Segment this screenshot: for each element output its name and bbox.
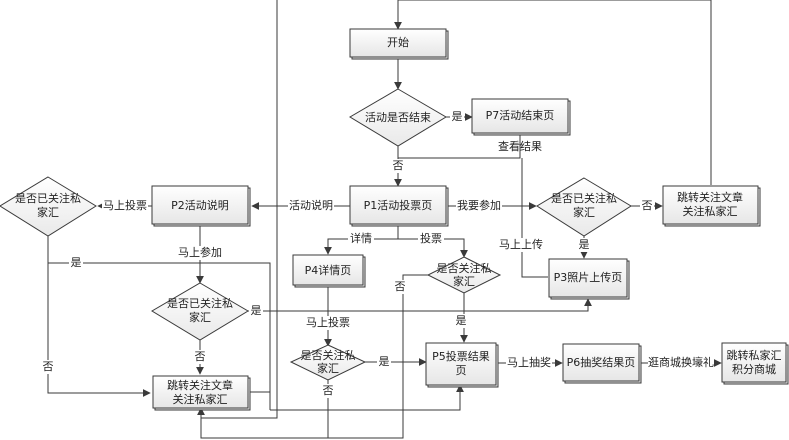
- jump-right-line1: 跳转关注文章: [677, 190, 743, 204]
- p5-line2: 页: [456, 364, 467, 377]
- jump-bottom-line2: 关注私家汇: [173, 392, 228, 406]
- p7-node[interactable]: P7活动结束页: [471, 98, 571, 136]
- decision-p4-line2: 家汇: [317, 361, 339, 375]
- p4-node[interactable]: P4详情页: [292, 254, 366, 288]
- label-no-left: 否: [43, 360, 54, 373]
- edge-p3-upload: [521, 158, 548, 278]
- label-lottery: 马上抽奖: [507, 355, 551, 369]
- jump-right-line2: 关注私家汇: [683, 204, 738, 218]
- decision-activity-ended-label: 活动是否结束: [365, 111, 431, 124]
- label-no-right: 否: [642, 199, 653, 212]
- decision-left-followed[interactable]: 是否已关注私 家汇: [0, 176, 97, 237]
- decision-right-line2: 家汇: [573, 205, 595, 219]
- decision-mid-line1: 是否已关注私: [167, 296, 233, 310]
- label-join-now: 马上参加: [178, 245, 222, 259]
- edge-dmid-yes-p3: [248, 298, 592, 312]
- edge-loop-p5: [270, 384, 464, 411]
- start-label: 开始: [387, 35, 409, 49]
- decision-right-followed[interactable]: 是否已关注私 家汇: [536, 177, 632, 237]
- start-node[interactable]: 开始: [349, 28, 449, 60]
- mall-line2: 积分商城: [732, 362, 776, 376]
- decision-left-line2: 家汇: [37, 205, 59, 219]
- p1-label: P1活动投票页: [364, 198, 433, 212]
- jump-bottom-line1: 跳转关注文章: [167, 378, 233, 392]
- decision-vote-line2: 家汇: [453, 274, 475, 288]
- decision-activity-ended[interactable]: 活动是否结束: [349, 88, 447, 147]
- edge-dvote-no: [200, 274, 432, 439]
- decision-vote-line1: 是否关注私: [437, 261, 492, 275]
- decision-p4-followed[interactable]: 是否关注私 家汇: [289, 344, 367, 381]
- label-no-vote: 否: [395, 280, 406, 293]
- edge-jumpright-to-start: [394, 0, 712, 185]
- p1-node[interactable]: P1活动投票页: [349, 185, 449, 227]
- label-join: 我要参加: [457, 198, 501, 212]
- label-no-ended: 否: [393, 159, 404, 172]
- label-detail: 详情: [350, 231, 372, 245]
- decision-right-line1: 是否已关注私: [551, 191, 617, 205]
- p7-label: P7活动结束页: [486, 109, 555, 122]
- edge-labels: 是 查看结果 否 活动说明 我要参加 马上投票 否 是 马上上传 马上参加 是 …: [41, 110, 714, 398]
- p6-node[interactable]: P6抽奖结果页: [562, 343, 642, 384]
- label-no-mid: 否: [195, 350, 206, 363]
- edge-dleft-yes: [47, 236, 271, 410]
- label-view-result: 查看结果: [498, 139, 542, 153]
- label-yes-vote: 是: [456, 314, 467, 327]
- label-vote: 投票: [420, 231, 442, 245]
- jump-follow-right[interactable]: 跳转关注文章 关注私家汇: [662, 185, 761, 227]
- label-yes-p4d: 是: [379, 355, 390, 368]
- edge-dleft-no-jump: [47, 263, 151, 397]
- p3-node[interactable]: P3照片上传页: [548, 258, 630, 300]
- decision-mid-followed[interactable]: 是否已关注私 家汇: [151, 282, 249, 341]
- label-upload-now: 马上上传: [499, 238, 543, 251]
- decision-mid-line2: 家汇: [189, 310, 211, 324]
- p6-label: P6抽奖结果页: [567, 355, 636, 369]
- label-yes-left: 是: [71, 256, 82, 269]
- p2-node[interactable]: P2活动说明: [151, 185, 251, 227]
- p5-node[interactable]: P5投票结果 页: [425, 342, 499, 388]
- p2-label: P2活动说明: [171, 198, 229, 212]
- decision-p4-line1: 是否关注私: [301, 348, 356, 362]
- decision-vote-followed[interactable]: 是否关注私 家汇: [426, 256, 502, 294]
- label-no-p4d: 否: [323, 384, 334, 397]
- p3-label: P3照片上传页: [554, 271, 623, 284]
- p5-line1: P5投票结果: [432, 349, 490, 363]
- label-yes-right: 是: [579, 238, 590, 251]
- p4-label: P4详情页: [305, 263, 352, 277]
- mall-node[interactable]: 跳转私家汇 积分商城: [721, 342, 789, 385]
- label-vote-now-p2: 马上投票: [103, 198, 147, 212]
- label-vote-now-p4: 马上投票: [306, 315, 350, 329]
- mall-line1: 跳转私家汇: [727, 348, 782, 362]
- jump-follow-bottom[interactable]: 跳转关注文章 关注私家汇: [152, 375, 251, 411]
- label-yes-mid: 是: [251, 304, 262, 317]
- decision-left-line1: 是否已关注私: [15, 191, 81, 205]
- label-intro: 活动说明: [289, 198, 333, 212]
- label-mall-link: 逛商城换壕礼: [648, 355, 714, 369]
- edge-p7-view-result: [398, 135, 521, 159]
- label-yes-p7: 是: [452, 110, 463, 123]
